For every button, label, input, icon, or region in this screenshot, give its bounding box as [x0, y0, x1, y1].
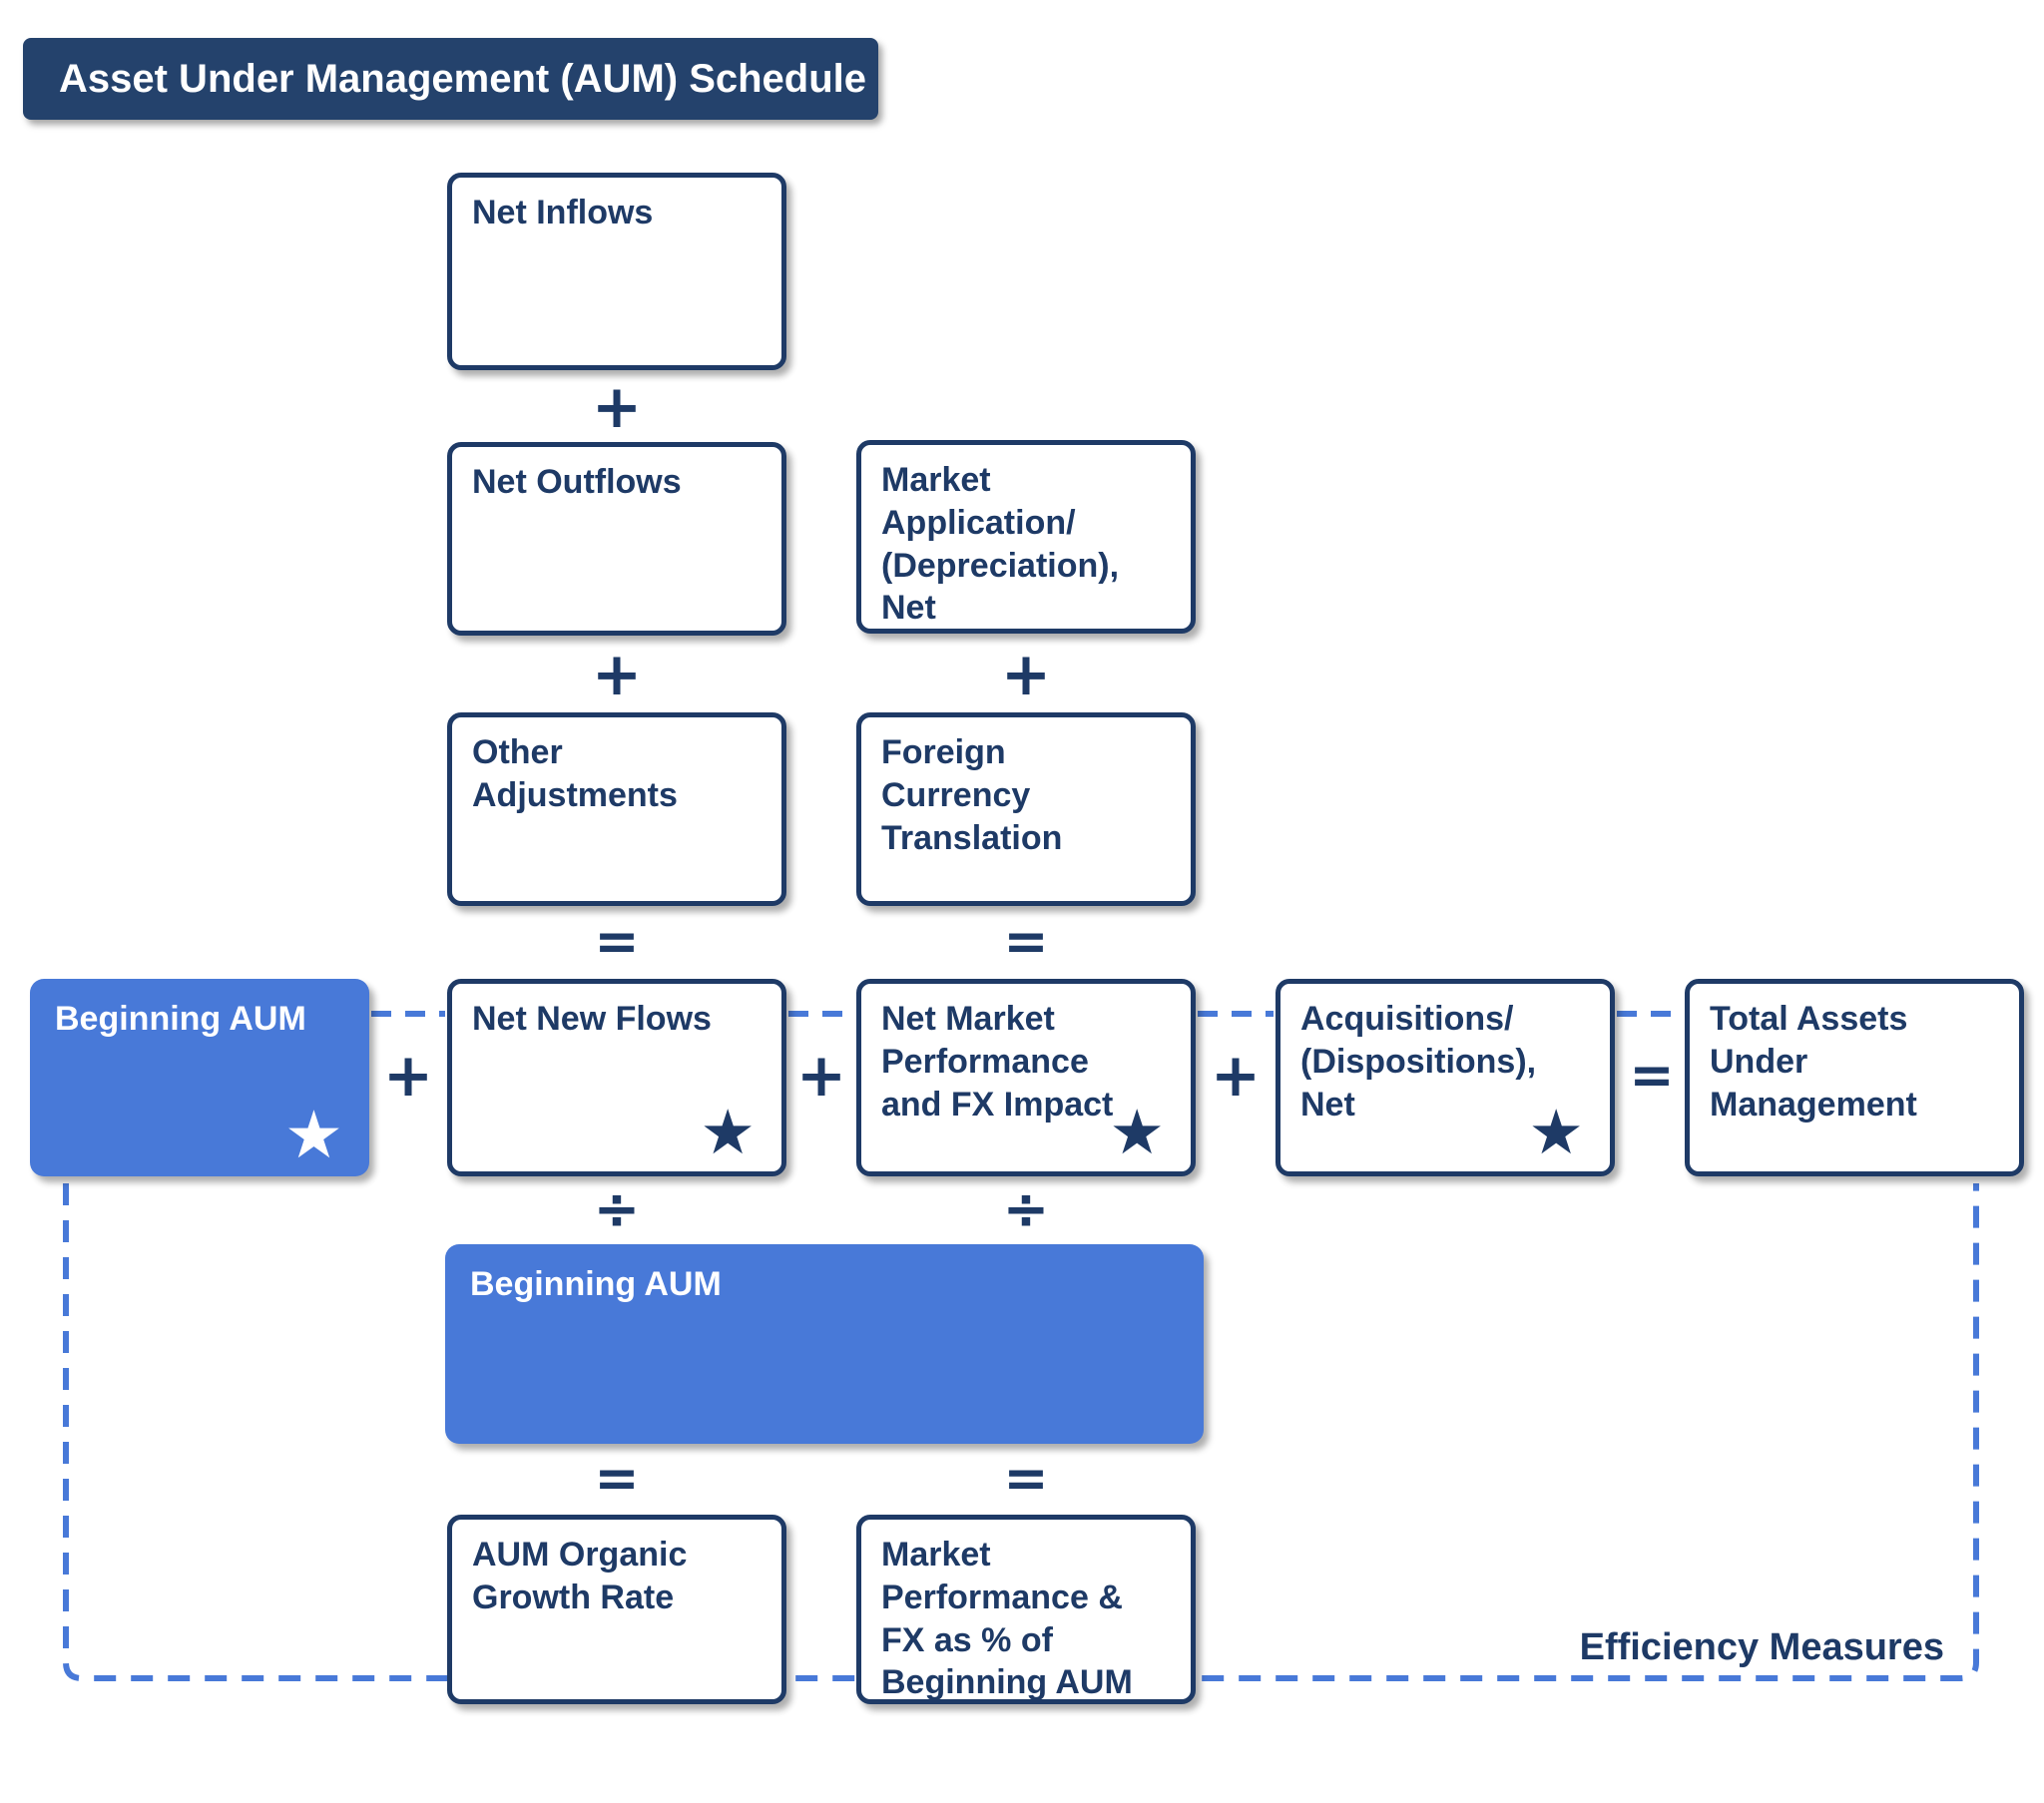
box-label: Other Adjustments: [472, 733, 678, 814]
box-beginning-aum-denominator: Beginning AUM: [445, 1244, 1204, 1444]
box-foreign-currency-translation: Foreign Currency Translation: [856, 712, 1196, 906]
box-market-application: Market Application/ (Depreciation), Net: [856, 440, 1196, 634]
star-icon: ★: [1528, 1096, 1584, 1168]
star-icon: ★: [1109, 1096, 1165, 1168]
box-label: Beginning AUM: [470, 1265, 722, 1303]
box-other-adjustments: Other Adjustments: [447, 712, 786, 906]
box-label: Beginning AUM: [55, 1000, 306, 1038]
equals-operator: =: [1003, 1447, 1049, 1510]
box-net-market-performance: Net Market Performance and FX Impact ★: [856, 979, 1196, 1176]
plus-operator: +: [591, 640, 643, 709]
plus-operator: +: [795, 1041, 847, 1111]
box-beginning-aum: Beginning AUM ★: [30, 979, 369, 1176]
box-label: Acquisitions/ (Dispositions), Net: [1300, 1000, 1537, 1124]
star-icon: ★: [283, 1097, 343, 1173]
divide-operator: ÷: [1002, 1177, 1050, 1242]
plus-operator: +: [591, 372, 643, 442]
equals-operator: =: [1629, 1044, 1675, 1107]
box-label: Market Performance & FX as % of Beginnin…: [881, 1536, 1133, 1702]
star-icon: ★: [700, 1096, 756, 1168]
equals-operator: =: [1003, 910, 1049, 973]
box-label: Foreign Currency Translation: [881, 733, 1063, 857]
box-label: AUM Organic Growth Rate: [472, 1536, 688, 1616]
box-net-inflows: Net Inflows: [447, 173, 786, 370]
plus-operator: +: [1000, 640, 1052, 709]
box-aum-organic-growth-rate: AUM Organic Growth Rate: [447, 1515, 786, 1704]
diagram-title: Asset Under Management (AUM) Schedule: [23, 38, 878, 120]
plus-operator: +: [1210, 1041, 1262, 1111]
box-market-performance-fx-pct: Market Performance & FX as % of Beginnin…: [856, 1515, 1196, 1704]
box-label: Net Market Performance and FX Impact: [881, 1000, 1114, 1124]
box-net-new-flows: Net New Flows ★: [447, 979, 786, 1176]
box-total-assets-under-management: Total Assets Under Management: [1685, 979, 2024, 1176]
box-label: Market Application/ (Depreciation), Net: [881, 461, 1120, 628]
box-label: Total Assets Under Management: [1710, 1000, 1917, 1124]
box-label: Net New Flows: [472, 1000, 712, 1038]
equals-operator: =: [594, 910, 640, 973]
box-acquisitions-dispositions: Acquisitions/ (Dispositions), Net ★: [1276, 979, 1615, 1176]
equals-operator: =: [594, 1447, 640, 1510]
plus-operator: +: [382, 1041, 434, 1111]
divide-operator: ÷: [593, 1177, 641, 1242]
box-label: Net Inflows: [472, 194, 654, 231]
box-net-outflows: Net Outflows: [447, 442, 786, 636]
efficiency-measures-label: Efficiency Measures: [1579, 1626, 1944, 1668]
box-label: Net Outflows: [472, 463, 682, 501]
